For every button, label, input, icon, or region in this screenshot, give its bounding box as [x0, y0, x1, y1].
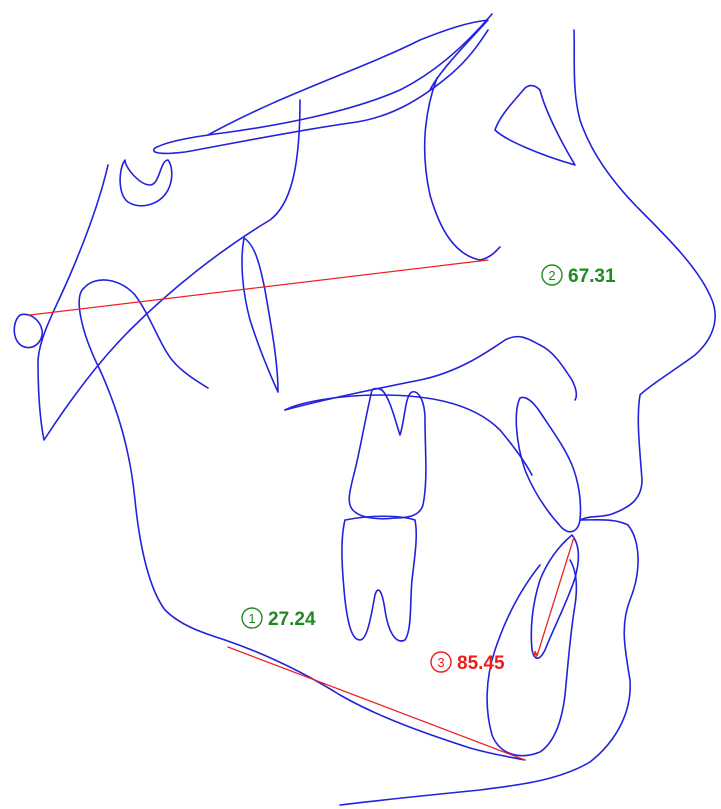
measurement-1-index-badge: [241, 607, 263, 629]
upper-molar: [348, 387, 427, 520]
measurement-1-index: 1: [248, 611, 255, 626]
frankfort-horizontal-line: [29, 259, 489, 316]
measurement-1-value: 27.24: [268, 609, 316, 630]
symphysis: [486, 559, 578, 757]
frontal-process: [423, 77, 501, 261]
pterygomaxillary-fissure: [241, 237, 279, 393]
measurement-1[interactable]: 1 27.24: [241, 607, 316, 630]
upper-incisor: [515, 396, 582, 533]
measurement-2-index: 2: [548, 268, 555, 283]
sella-turcica: [37, 99, 301, 441]
anatomical-tracing: [13, 13, 716, 806]
measurement-2[interactable]: 2 67.31: [541, 264, 616, 287]
mandibular-plane-line: [227, 646, 526, 761]
sella-cup: [119, 159, 173, 207]
soft-tissue-profile: [339, 29, 716, 806]
measurement-3-index-badge: [430, 651, 452, 673]
palate-lower: [284, 394, 533, 476]
condyle: [83, 279, 209, 389]
measurement-2-value: 67.31: [568, 266, 616, 287]
measurement-3[interactable]: 3 85.45 *: [430, 649, 539, 674]
palatal-plane: [284, 335, 578, 411]
orbital-rim: [494, 84, 576, 166]
orbit-upper: [207, 19, 489, 136]
incisor-axis-line: [536, 536, 575, 657]
measurement-2-index-badge: [541, 264, 563, 286]
ear-rod-porion: [13, 313, 44, 349]
measurement-3-flag: *: [532, 649, 539, 666]
measurement-3-value: 85.45: [457, 653, 505, 674]
nasal-bone-line: [153, 13, 493, 155]
reference-lines: [29, 259, 575, 761]
ramus-posterior: [78, 287, 526, 761]
lower-molar: [341, 515, 418, 642]
measurement-3-index: 3: [437, 655, 444, 670]
